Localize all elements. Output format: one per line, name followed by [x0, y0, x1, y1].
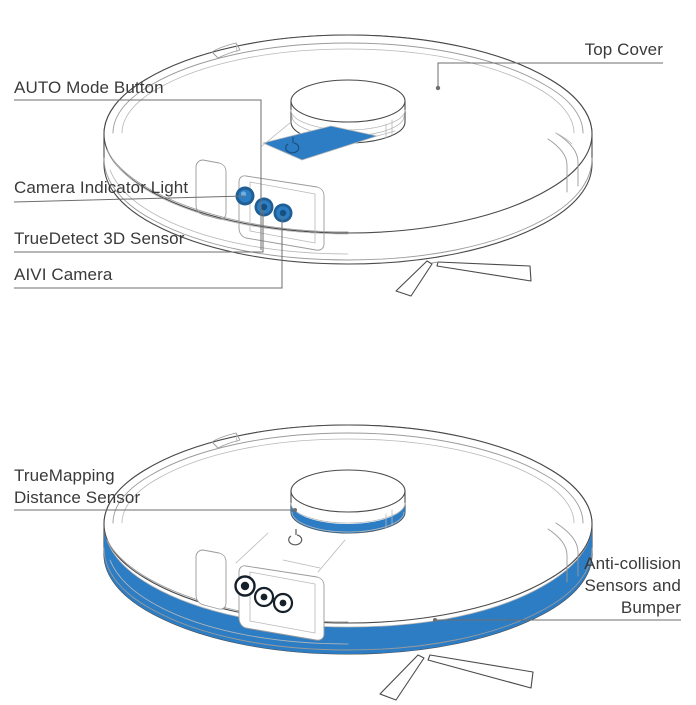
truedetect-3d-sensor-bottom[interactable]	[253, 586, 275, 608]
callout-truedetect-3d-sensor: TrueDetect 3D Sensor	[14, 210, 264, 253]
callout-top-cover: Top Cover	[435, 40, 664, 91]
truedetect-3d-sensor-top[interactable]	[254, 197, 274, 217]
callout-label-top-cover: Top Cover	[585, 40, 664, 59]
callout-anti-collision-sensors-and-bumper: Anti-collision Sensors and Bumper	[433, 554, 681, 622]
camera-indicator-light-bottom[interactable]	[234, 575, 256, 597]
callout-label-anti-collision-line2: Sensors and	[584, 576, 681, 595]
anti-collision-leader-dot	[433, 618, 437, 622]
sensor-cluster-bottom	[234, 575, 294, 614]
power-icon-top	[285, 137, 300, 154]
callout-auto-mode-button: AUTO Mode Button	[14, 78, 262, 250]
callout-label-anti-collision-line3: Bumper	[621, 598, 681, 617]
power-icon-bottom	[288, 529, 303, 546]
truemapping-leader-dot	[293, 508, 297, 512]
callout-label-truemapping-line2: Distance Sensor	[14, 488, 140, 507]
callout-label-truedetect-3d-sensor: TrueDetect 3D Sensor	[14, 229, 185, 248]
top-robot-illustration	[103, 34, 593, 297]
callout-aivi-camera: AIVI Camera	[14, 216, 283, 289]
bottom-robot-illustration	[103, 424, 593, 701]
side-brush-group-top	[395, 260, 532, 297]
top-cover-leader-dot	[435, 85, 441, 91]
callout-truemapping-distance-sensor: TrueMapping Distance Sensor	[14, 466, 297, 512]
callout-label-aivi-camera: AIVI Camera	[14, 265, 113, 284]
callout-label-truemapping-line1: TrueMapping	[14, 466, 115, 485]
callout-label-camera-indicator-light: Camera Indicator Light	[14, 178, 188, 197]
truemapping-distance-sensor-turret[interactable]	[290, 469, 406, 534]
bottom-view-callouts: TrueMapping Distance Sensor Anti-collisi…	[14, 466, 681, 622]
aivi-camera-top[interactable]	[273, 203, 293, 223]
auto-mode-button-bottom[interactable]	[235, 529, 346, 573]
side-brush-group-bottom	[379, 654, 534, 701]
top-view-callouts: AUTO Mode Button Camera Indicator Light …	[13, 40, 664, 289]
aivi-camera-bottom[interactable]	[272, 592, 294, 614]
callout-camera-indicator-light: Camera Indicator Light	[13, 178, 246, 203]
callout-label-anti-collision-line1: Anti-collision	[584, 554, 681, 573]
callout-label-auto-mode-button: AUTO Mode Button	[14, 78, 164, 97]
anti-collision-bumper-band[interactable]	[103, 523, 593, 654]
